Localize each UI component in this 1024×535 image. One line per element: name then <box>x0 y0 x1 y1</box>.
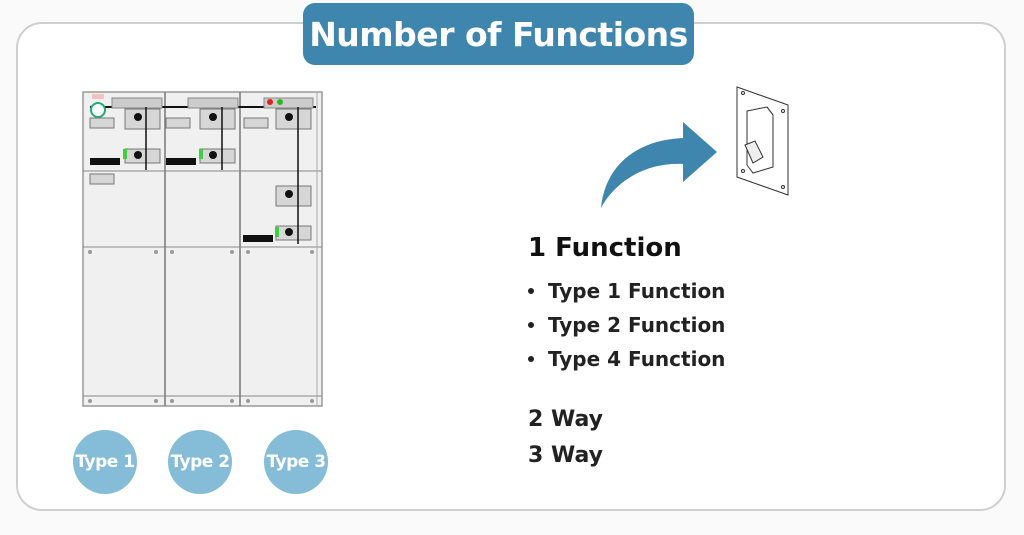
two-way-label: 2 Way <box>528 407 603 432</box>
bullet-icon <box>528 356 534 362</box>
slide-title: Number of Functions <box>303 3 694 65</box>
list-item-label: Type 2 Function <box>548 313 726 337</box>
list-item: Type 4 Function <box>528 342 725 376</box>
type-2-circle: Type 2 <box>168 430 232 494</box>
switch-illustration <box>736 86 789 196</box>
list-item: Type 2 Function <box>528 308 725 342</box>
list-item: Type 1 Function <box>528 274 725 308</box>
switchgear-cabinet-diagram <box>82 91 323 407</box>
curved-arrow-icon <box>601 122 717 208</box>
bullet-icon <box>528 322 534 328</box>
three-way-label: 3 Way <box>528 443 603 468</box>
type-3-circle: Type 3 <box>264 430 328 494</box>
bullet-icon <box>528 288 534 294</box>
list-item-label: Type 4 Function <box>548 347 726 371</box>
function-type-list: Type 1 Function Type 2 Function Type 4 F… <box>528 274 725 376</box>
list-item-label: Type 1 Function <box>548 279 726 303</box>
type-1-circle: Type 1 <box>73 430 137 494</box>
function-heading: 1 Function <box>528 233 682 263</box>
